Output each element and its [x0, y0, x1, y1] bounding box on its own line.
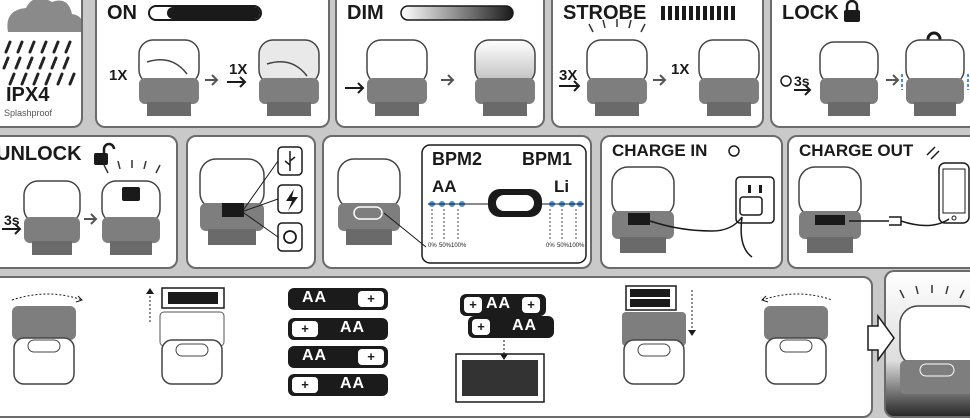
battery-3: AA +	[288, 346, 388, 368]
clock-icon	[780, 75, 792, 87]
svg-text:3X: 3X	[559, 67, 577, 84]
lantern-base-icon	[159, 311, 225, 385]
svg-text:1X: 1X	[229, 61, 247, 78]
strobe-bars-icon: 3X 1X	[559, 6, 760, 116]
li-type-label: Li	[554, 177, 570, 196]
ipx-rating: IPX4	[6, 84, 50, 106]
lantern-icon	[366, 39, 428, 116]
on-title: ON	[107, 2, 137, 24]
lantern-icon	[698, 39, 760, 116]
lantern-icon	[337, 158, 401, 245]
lantern-icon	[798, 166, 862, 253]
ports-art	[199, 146, 303, 252]
charge-in-art	[611, 145, 775, 258]
svg-text:1X: 1X	[671, 61, 689, 78]
lantern-icon	[199, 158, 265, 245]
lantern-icon	[586, 39, 648, 116]
lantern-icon	[101, 180, 161, 255]
strobe-title: STROBE	[563, 2, 647, 24]
battery-2: + AA	[288, 318, 388, 340]
lantern-icon	[819, 41, 879, 116]
battery-1: AA +	[288, 288, 388, 310]
lock-title: LOCK	[782, 2, 839, 24]
aa-type-label: AA	[432, 177, 457, 196]
panel-battery-install: AA + + AA AA + + AA + AA + + AA	[0, 276, 873, 418]
battery-4: + AA	[288, 374, 388, 396]
level-50-right: 50%	[557, 243, 570, 249]
lightning-icon	[286, 189, 298, 211]
battery-panel-art	[337, 144, 587, 264]
charge-out-title: CHARGE OUT	[799, 141, 914, 160]
charge-in-title: CHARGE IN	[612, 141, 708, 160]
lantern-base-icon	[12, 306, 76, 385]
panel-lock: LOCK 3s	[770, 0, 970, 128]
lock-panel-art: 3s	[780, 0, 969, 116]
unlock-panel-art: 3s	[2, 142, 161, 255]
level-0-right: 0%	[546, 243, 555, 249]
panel-charge-in: CHARGE IN	[600, 135, 783, 269]
lantern-icon	[138, 39, 200, 116]
bpm2-label: BPM2	[432, 149, 483, 169]
panel-on: ON 1X 1X	[95, 0, 330, 128]
lantern-icon	[474, 39, 536, 116]
wall-outlet-icon	[735, 176, 775, 224]
panel-ports	[186, 135, 316, 269]
plug-icon	[926, 146, 940, 160]
phone-icon	[938, 162, 970, 224]
power-icon	[283, 230, 297, 244]
lantern-base-icon	[622, 312, 686, 385]
panel-unlock: UNLOCK 3s	[0, 135, 178, 269]
open-lock-icon	[122, 187, 140, 201]
on-bar-icon: 1X 1X	[109, 5, 320, 116]
lit-lantern-art	[886, 272, 970, 416]
lantern-icon	[905, 39, 965, 116]
level-50-left: 50%	[439, 243, 452, 249]
usb-icon	[284, 151, 296, 171]
panel-dim: DIM	[335, 0, 545, 128]
level-100-right: 100%	[569, 243, 585, 249]
panel-charge-out: CHARGE OUT	[787, 135, 970, 269]
lantern-icon	[258, 39, 320, 116]
lantern-icon	[23, 180, 81, 255]
lantern-base-icon	[764, 306, 828, 385]
svg-text:1X: 1X	[109, 67, 127, 84]
panel-strobe: STROBE 3X 1X	[551, 0, 764, 128]
unlock-title: UNLOCK	[0, 143, 82, 165]
level-100-left: 100%	[451, 243, 467, 249]
install-art	[11, 285, 833, 403]
level-0-left: 0%	[428, 243, 437, 249]
dim-title: DIM	[347, 2, 384, 24]
lantern-icon	[611, 166, 675, 253]
unlock-icon	[94, 142, 116, 165]
panel-battery-type: BPM2 BPM1 AA Li 0% 50% 100% 0% 50% 100%	[322, 135, 592, 269]
rain-cloud-icon	[2, 0, 81, 86]
power-icon	[728, 145, 740, 157]
panel-ipx4: IPX4 Splashproof	[0, 0, 83, 128]
bpm1-label: BPM1	[522, 149, 573, 169]
dim-gradient-icon	[345, 5, 536, 116]
lock-icon	[844, 0, 860, 22]
charge-out-art	[798, 146, 970, 253]
ipx-note: Splashproof	[4, 108, 53, 118]
battery-pair-2: + AA	[468, 316, 554, 338]
panel-lantern-lit	[884, 270, 970, 418]
battery-pair-1: + AA +	[460, 294, 546, 316]
